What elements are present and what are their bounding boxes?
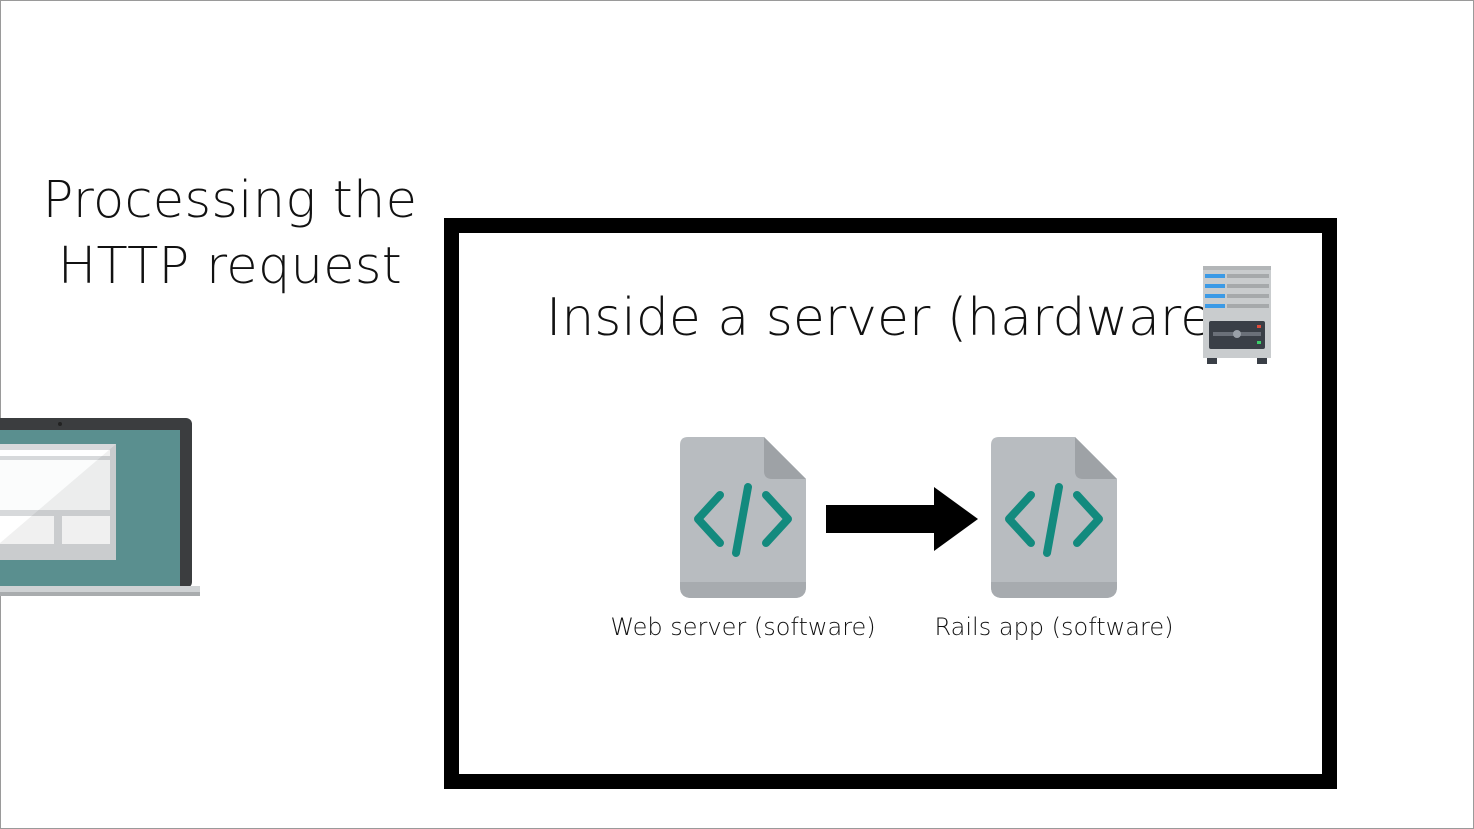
server-hardware-box — [444, 218, 1337, 789]
web-server-code-file-icon — [680, 437, 806, 598]
laptop-icon — [0, 418, 200, 596]
rails-app-code-file-icon — [991, 437, 1117, 598]
web-server-label: Web server (software) — [610, 613, 876, 641]
slide-title: Processing the HTTP request — [30, 168, 430, 300]
rails-app-label: Rails app (software) — [934, 613, 1174, 641]
flow-arrow-icon — [826, 487, 978, 551]
slide-title-line-1: Processing the — [42, 171, 418, 230]
server-rack-icon — [1203, 266, 1271, 364]
server-heading: Inside a server (hardware) — [546, 288, 1233, 348]
slide-title-line-2: HTTP request — [57, 237, 403, 296]
